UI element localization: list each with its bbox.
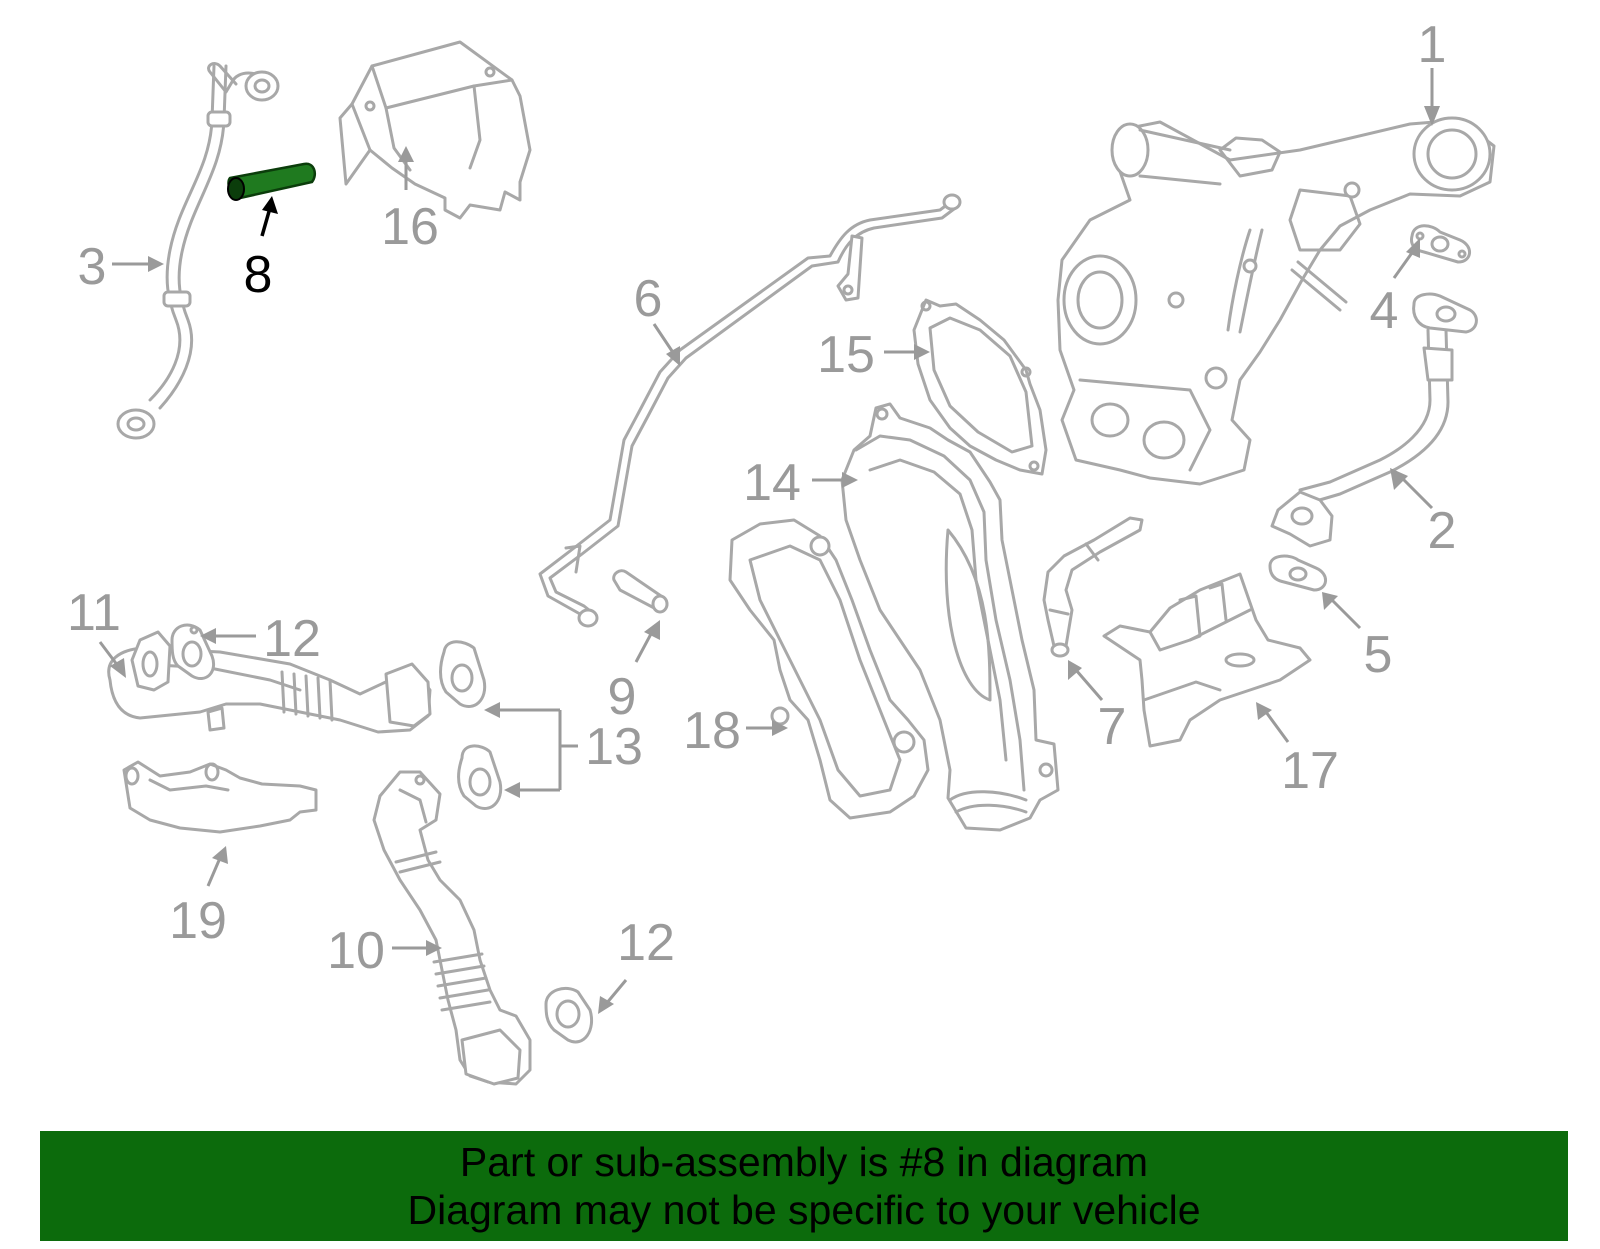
part-14-manifold[interactable] — [840, 402, 1060, 832]
part-2-oil-pipe[interactable] — [1270, 292, 1478, 548]
svg-text:7: 7 — [1098, 698, 1127, 756]
parts-diagram: 1 2 3 4 5 6 7 8 9 10 — [67, 16, 1496, 1086]
part-10-lower-pipe[interactable] — [372, 770, 532, 1086]
part-9-small-hose[interactable] — [612, 569, 669, 614]
callout-18: 18 — [683, 702, 788, 760]
banner-line-part: Part or sub-assembly is #8 in diagram — [459, 1139, 1149, 1185]
svg-text:5: 5 — [1364, 626, 1393, 684]
callout-13: 13 — [484, 702, 643, 798]
callout-9: 9 — [608, 620, 660, 726]
callout-2: 2 — [1390, 468, 1456, 560]
svg-text:4: 4 — [1370, 282, 1399, 340]
info-banner: Part or sub-assembly is #8 in diagram Di… — [40, 1131, 1568, 1241]
callout-19: 19 — [169, 846, 228, 950]
callout-17: 17 — [1256, 702, 1339, 800]
svg-text:8: 8 — [244, 246, 273, 304]
callout-10: 10 — [327, 922, 442, 980]
svg-text:15: 15 — [817, 326, 875, 384]
callout-3: 3 — [78, 238, 164, 296]
callout-5: 5 — [1322, 592, 1392, 684]
part-13-gasket-lower[interactable] — [457, 744, 503, 810]
svg-text:11: 11 — [67, 584, 121, 642]
callout-15: 15 — [817, 326, 930, 384]
svg-text:6: 6 — [634, 270, 663, 328]
part-7-hose[interactable] — [1042, 516, 1144, 658]
part-3-oil-line[interactable] — [116, 62, 280, 440]
svg-text:16: 16 — [381, 198, 439, 256]
svg-text:1: 1 — [1418, 16, 1447, 74]
svg-text:10: 10 — [327, 922, 385, 980]
part-15-gasket[interactable] — [912, 298, 1048, 476]
callout-6: 6 — [634, 270, 680, 366]
svg-text:3: 3 — [78, 238, 107, 296]
svg-text:2: 2 — [1428, 502, 1457, 560]
callout-8-highlighted: 8 — [244, 196, 278, 304]
callout-7: 7 — [1068, 660, 1126, 756]
svg-text:13: 13 — [585, 718, 643, 776]
part-5-gasket[interactable] — [1268, 554, 1327, 592]
svg-text:14: 14 — [743, 454, 801, 512]
banner-line-disclaimer: Diagram may not be specific to your vehi… — [407, 1187, 1201, 1233]
part-1-turbocharger[interactable] — [1056, 116, 1496, 486]
callout-16: 16 — [381, 146, 439, 256]
svg-text:12: 12 — [263, 610, 321, 668]
callout-4: 4 — [1370, 238, 1420, 340]
svg-text:17: 17 — [1281, 742, 1339, 800]
svg-text:18: 18 — [683, 702, 741, 760]
callout-11: 11 — [67, 584, 126, 678]
part-17-heat-shield[interactable] — [1102, 572, 1312, 748]
part-18-cover[interactable] — [728, 518, 930, 820]
svg-text:19: 19 — [169, 892, 227, 950]
callout-12-lower: 12 — [598, 914, 675, 1014]
part-13-gasket-upper[interactable] — [439, 640, 487, 708]
callout-12-upper: 12 — [200, 610, 321, 668]
part-4-gasket[interactable] — [1410, 224, 1471, 264]
part-8-hose-highlighted[interactable] — [227, 162, 316, 201]
svg-text:9: 9 — [608, 668, 637, 726]
part-19-pipe[interactable] — [122, 760, 318, 834]
callout-14: 14 — [743, 454, 858, 512]
part-16-heat-shield[interactable] — [338, 40, 532, 220]
callout-1: 1 — [1418, 16, 1447, 126]
part-12-gasket-lower[interactable] — [544, 987, 593, 1044]
svg-text:12: 12 — [617, 914, 675, 972]
part-6-tube[interactable] — [538, 193, 962, 628]
part-12-gasket-upper[interactable] — [170, 623, 215, 680]
